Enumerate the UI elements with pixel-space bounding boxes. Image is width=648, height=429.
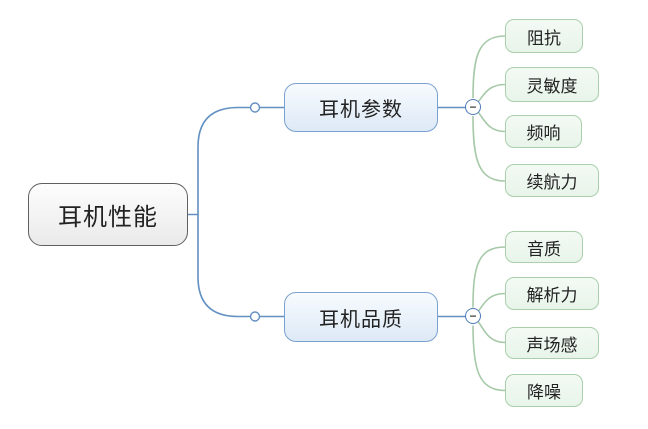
node-leaf-frequency-response[interactable]: 频响 bbox=[505, 115, 582, 148]
node-leaf-soundstage[interactable]: 声场感 bbox=[505, 327, 599, 359]
junction-dot-branch-quality bbox=[249, 311, 261, 322]
junction-dot-branch-parameters bbox=[249, 102, 261, 113]
node-branch-quality[interactable]: 耳机品质 bbox=[284, 292, 438, 342]
connector-parameters-to-leaves bbox=[472, 35, 506, 182]
node-leaf-resolution[interactable]: 解析力 bbox=[505, 277, 599, 310]
connector-quality-to-leaves bbox=[472, 246, 506, 392]
collapse-button-parameters[interactable]: − bbox=[465, 99, 481, 115]
node-leaf-impedance[interactable]: 阻抗 bbox=[505, 19, 583, 53]
node-leaf-battery-life[interactable]: 续航力 bbox=[505, 164, 599, 197]
node-root[interactable]: 耳机性能 bbox=[28, 183, 188, 246]
node-leaf-noise-cancellation[interactable]: 降噪 bbox=[505, 374, 583, 407]
node-branch-parameters[interactable]: 耳机参数 bbox=[284, 83, 438, 132]
connector-root-to-branches bbox=[188, 106, 466, 318]
collapse-button-quality[interactable]: − bbox=[465, 308, 481, 324]
node-leaf-sensitivity[interactable]: 灵敏度 bbox=[505, 67, 599, 102]
node-leaf-sound-quality[interactable]: 音质 bbox=[505, 231, 583, 263]
